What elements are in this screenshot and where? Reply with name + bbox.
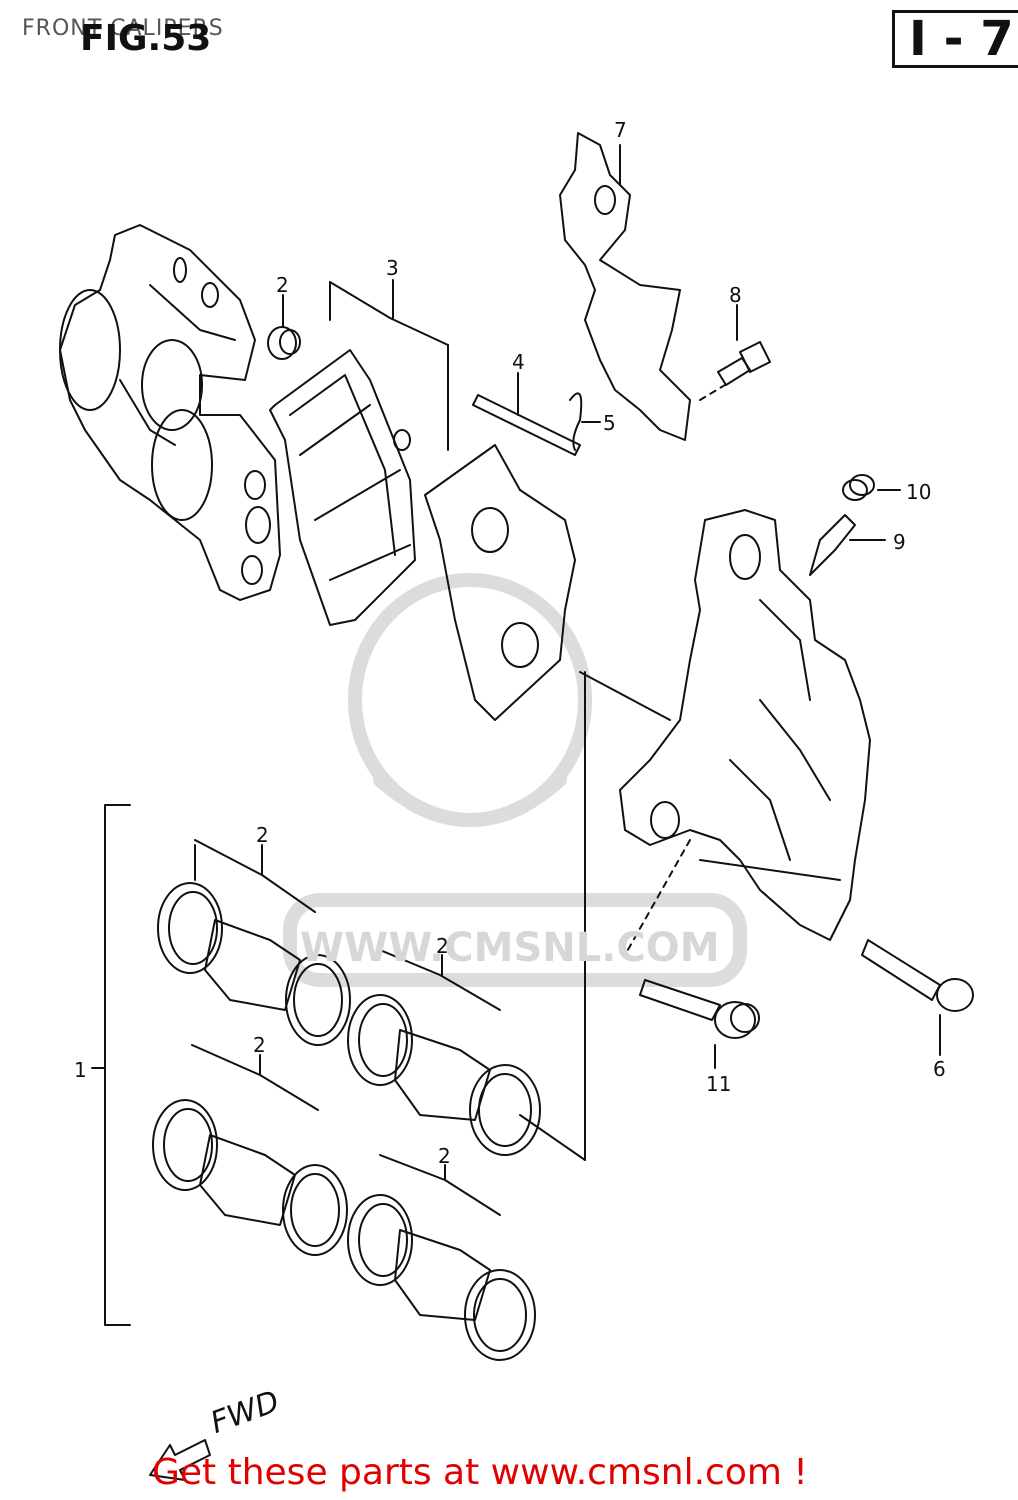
callout-5-clip: 5 [603,411,616,435]
piston-set-4 [348,1155,535,1360]
piston-set-1 [158,840,350,1045]
fwd-arrow-icon [150,1440,210,1480]
callout-7-bracket: 7 [614,118,627,142]
part-4-pin [473,373,580,455]
watermark-logo [290,580,740,980]
callout-2-piston-c: 2 [253,1033,266,1057]
callout-6-bolt: 6 [933,1057,946,1081]
piston-set-3 [153,1045,347,1255]
callout-2-piston-a: 2 [256,823,269,847]
callout-10-cap: 10 [906,480,932,504]
caliper-body-outer [620,510,870,940]
part-11-bolt [625,840,759,1068]
watermark-text: WWW.CMSNL.COM [300,925,720,971]
part-7-bracket [560,133,690,440]
section-title: FRONT CALIPERS [22,16,224,41]
callout-9-bleeder: 9 [893,530,906,554]
callout-3-pad: 3 [386,256,399,280]
callout-11-bolt: 11 [706,1072,732,1096]
callout-2-piston-d: 2 [438,1144,451,1168]
caliper-inner-half [60,225,280,600]
footer-link[interactable]: Get these parts at www.cmsnl.com ! [152,1452,808,1493]
callout-2-piston-b: 2 [436,934,449,958]
part-8-bolt [700,305,770,400]
figure-label: FIG.53 [80,18,212,59]
item-1-bracket [92,805,130,1325]
part-6-bolt [862,940,973,1055]
part-5-clip [570,393,600,450]
part-2-top-seal [268,295,300,359]
sheet-marker: I - 7 [909,11,1014,67]
part-9-bleeder-valve [810,515,885,575]
piston-set-2 [348,950,585,1160]
part-3-brake-pad-inner [394,430,575,720]
sheet-marker-box: I - 7 [892,10,1018,68]
callout-1-caliper-assy: 1 [74,1058,87,1082]
part-10-cap [843,475,900,500]
callout-8-bolt: 8 [729,283,742,307]
callout-2-seal: 2 [276,273,289,297]
part-3-brake-pad-outer [270,280,448,625]
callout-4-pin: 4 [512,350,525,374]
